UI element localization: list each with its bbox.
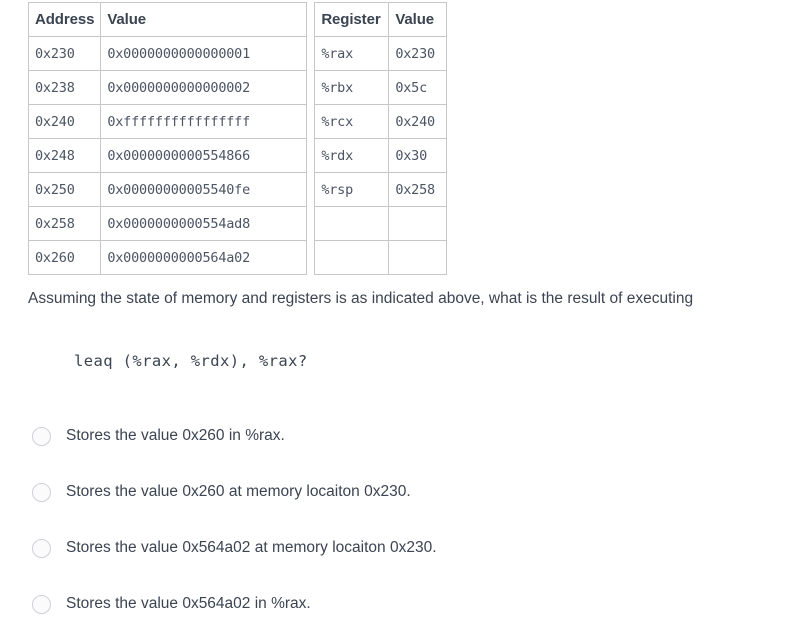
- register-value-cell: 0x230: [388, 36, 448, 71]
- answer-option-label: Stores the value 0x564a02 at memory loca…: [66, 538, 437, 556]
- table-row: [314, 206, 448, 241]
- memory-address-cell: 0x258: [27, 206, 102, 241]
- table-row: 0x240 0xffffffffffffffff: [27, 104, 308, 139]
- question-prompt: Assuming the state of memory and registe…: [28, 290, 694, 307]
- table-row: 0x230 0x0000000000000001: [27, 36, 308, 71]
- answer-option-label: Stores the value 0x260 at memory locaito…: [66, 482, 411, 500]
- question-code-snippet: leaq (%rax, %rdx), %rax?: [74, 352, 308, 370]
- answer-option-label: Stores the value 0x564a02 in %rax.: [66, 594, 311, 612]
- memory-table: Address Value 0x230 0x0000000000000001 0…: [27, 2, 308, 275]
- register-value-cell: 0x5c: [388, 70, 448, 105]
- memory-address-cell: 0x250: [27, 172, 102, 207]
- tables-container: Address Value 0x230 0x0000000000000001 0…: [27, 2, 448, 275]
- memory-header-value: Value: [100, 2, 308, 37]
- register-value-cell: 0x258: [388, 172, 448, 207]
- answer-option-1[interactable]: Stores the value 0x260 in %rax.: [32, 408, 772, 464]
- table-row: %rsp 0x258: [314, 172, 448, 207]
- register-value-cell: [388, 206, 448, 241]
- register-table-header-row: Register Value: [314, 2, 448, 37]
- memory-table-header-row: Address Value: [27, 2, 308, 37]
- answer-option-4[interactable]: Stores the value 0x564a02 in %rax.: [32, 576, 772, 632]
- memory-address-cell: 0x260: [27, 240, 102, 275]
- register-name-cell: %rcx: [314, 104, 390, 139]
- register-value-cell: 0x240: [388, 104, 448, 139]
- memory-header-address: Address: [27, 2, 102, 37]
- table-row: 0x260 0x0000000000564a02: [27, 240, 308, 275]
- register-value-cell: [388, 240, 448, 275]
- register-name-cell: %rdx: [314, 138, 390, 173]
- memory-value-cell: 0x0000000000554866: [100, 138, 308, 173]
- radio-button-icon[interactable]: [32, 594, 51, 614]
- register-name-cell: %rsp: [314, 172, 390, 207]
- table-gap-spacer: [307, 2, 314, 3]
- answer-options-list: Stores the value 0x260 in %rax. Stores t…: [32, 408, 772, 632]
- memory-address-cell: 0x240: [27, 104, 102, 139]
- memory-value-cell: 0x0000000000554ad8: [100, 206, 308, 241]
- answer-option-3[interactable]: Stores the value 0x564a02 at memory loca…: [32, 520, 772, 576]
- memory-value-cell: 0x0000000000000002: [100, 70, 308, 105]
- memory-address-cell: 0x238: [27, 70, 102, 105]
- table-row: [314, 240, 448, 275]
- memory-value-cell: 0xffffffffffffffff: [100, 104, 308, 139]
- register-header-value: Value: [388, 2, 448, 37]
- answer-option-2[interactable]: Stores the value 0x260 at memory locaito…: [32, 464, 772, 520]
- table-row: %rcx 0x240: [314, 104, 448, 139]
- register-value-cell: 0x30: [388, 138, 448, 173]
- register-name-cell: %rbx: [314, 70, 390, 105]
- register-header-register: Register: [314, 2, 390, 37]
- radio-button-icon[interactable]: [32, 482, 51, 502]
- register-table: Register Value %rax 0x230 %rbx 0x5c %rcx…: [314, 2, 448, 275]
- table-row: 0x250 0x00000000005540fe: [27, 172, 308, 207]
- memory-address-cell: 0x230: [27, 36, 102, 71]
- table-row: %rbx 0x5c: [314, 70, 448, 105]
- register-name-cell: [314, 206, 390, 241]
- answer-option-label: Stores the value 0x260 in %rax.: [66, 426, 285, 444]
- radio-button-icon[interactable]: [32, 538, 51, 558]
- table-row: %rax 0x230: [314, 36, 448, 71]
- table-row: 0x258 0x0000000000554ad8: [27, 206, 308, 241]
- table-row: %rdx 0x30: [314, 138, 448, 173]
- memory-value-cell: 0x00000000005540fe: [100, 172, 308, 207]
- register-name-cell: [314, 240, 390, 275]
- memory-address-cell: 0x248: [27, 138, 102, 173]
- register-name-cell: %rax: [314, 36, 390, 71]
- memory-value-cell: 0x0000000000000001: [100, 36, 308, 71]
- memory-value-cell: 0x0000000000564a02: [100, 240, 308, 275]
- table-row: 0x248 0x0000000000554866: [27, 138, 308, 173]
- table-row: 0x238 0x0000000000000002: [27, 70, 308, 105]
- radio-button-icon[interactable]: [32, 426, 51, 446]
